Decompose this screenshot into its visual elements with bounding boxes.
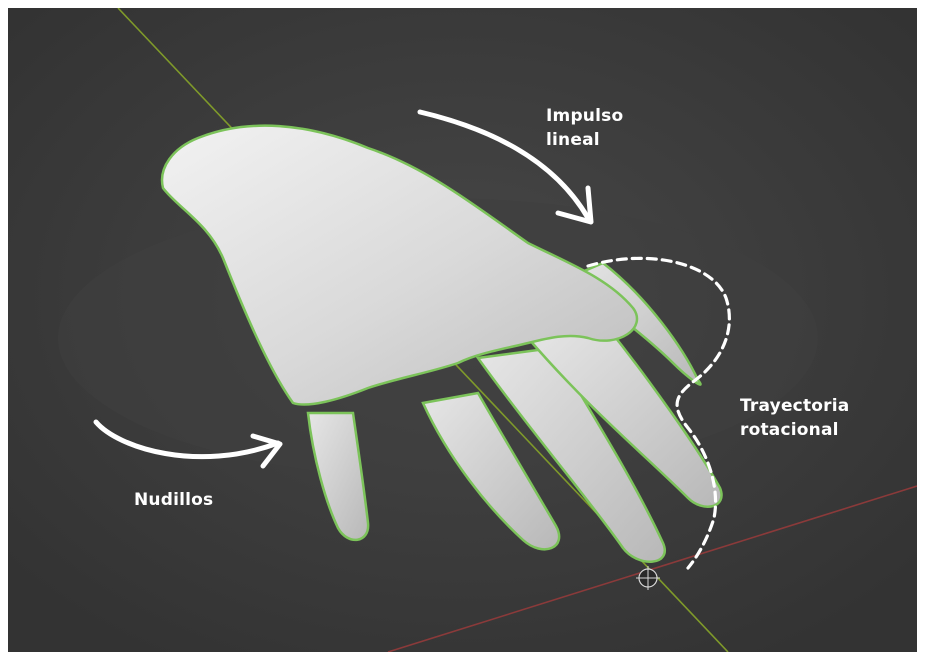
rotational-path-label: Trayectoria rotacional (740, 394, 849, 442)
rotational-path-label-line1: Trayectoria (740, 394, 849, 418)
knuckles-label-text: Nudillos (134, 488, 213, 512)
3d-viewport[interactable]: Impulso lineal Trayectoria rotacional Nu… (8, 8, 917, 652)
linear-impulse-label-line1: Impulso (546, 104, 623, 128)
linear-impulse-label: Impulso lineal (546, 104, 623, 152)
viewport-scene (8, 8, 917, 652)
knuckles-label: Nudillos (134, 488, 213, 512)
linear-impulse-label-line2: lineal (546, 128, 623, 152)
rotational-path-label-line2: rotacional (740, 418, 849, 442)
